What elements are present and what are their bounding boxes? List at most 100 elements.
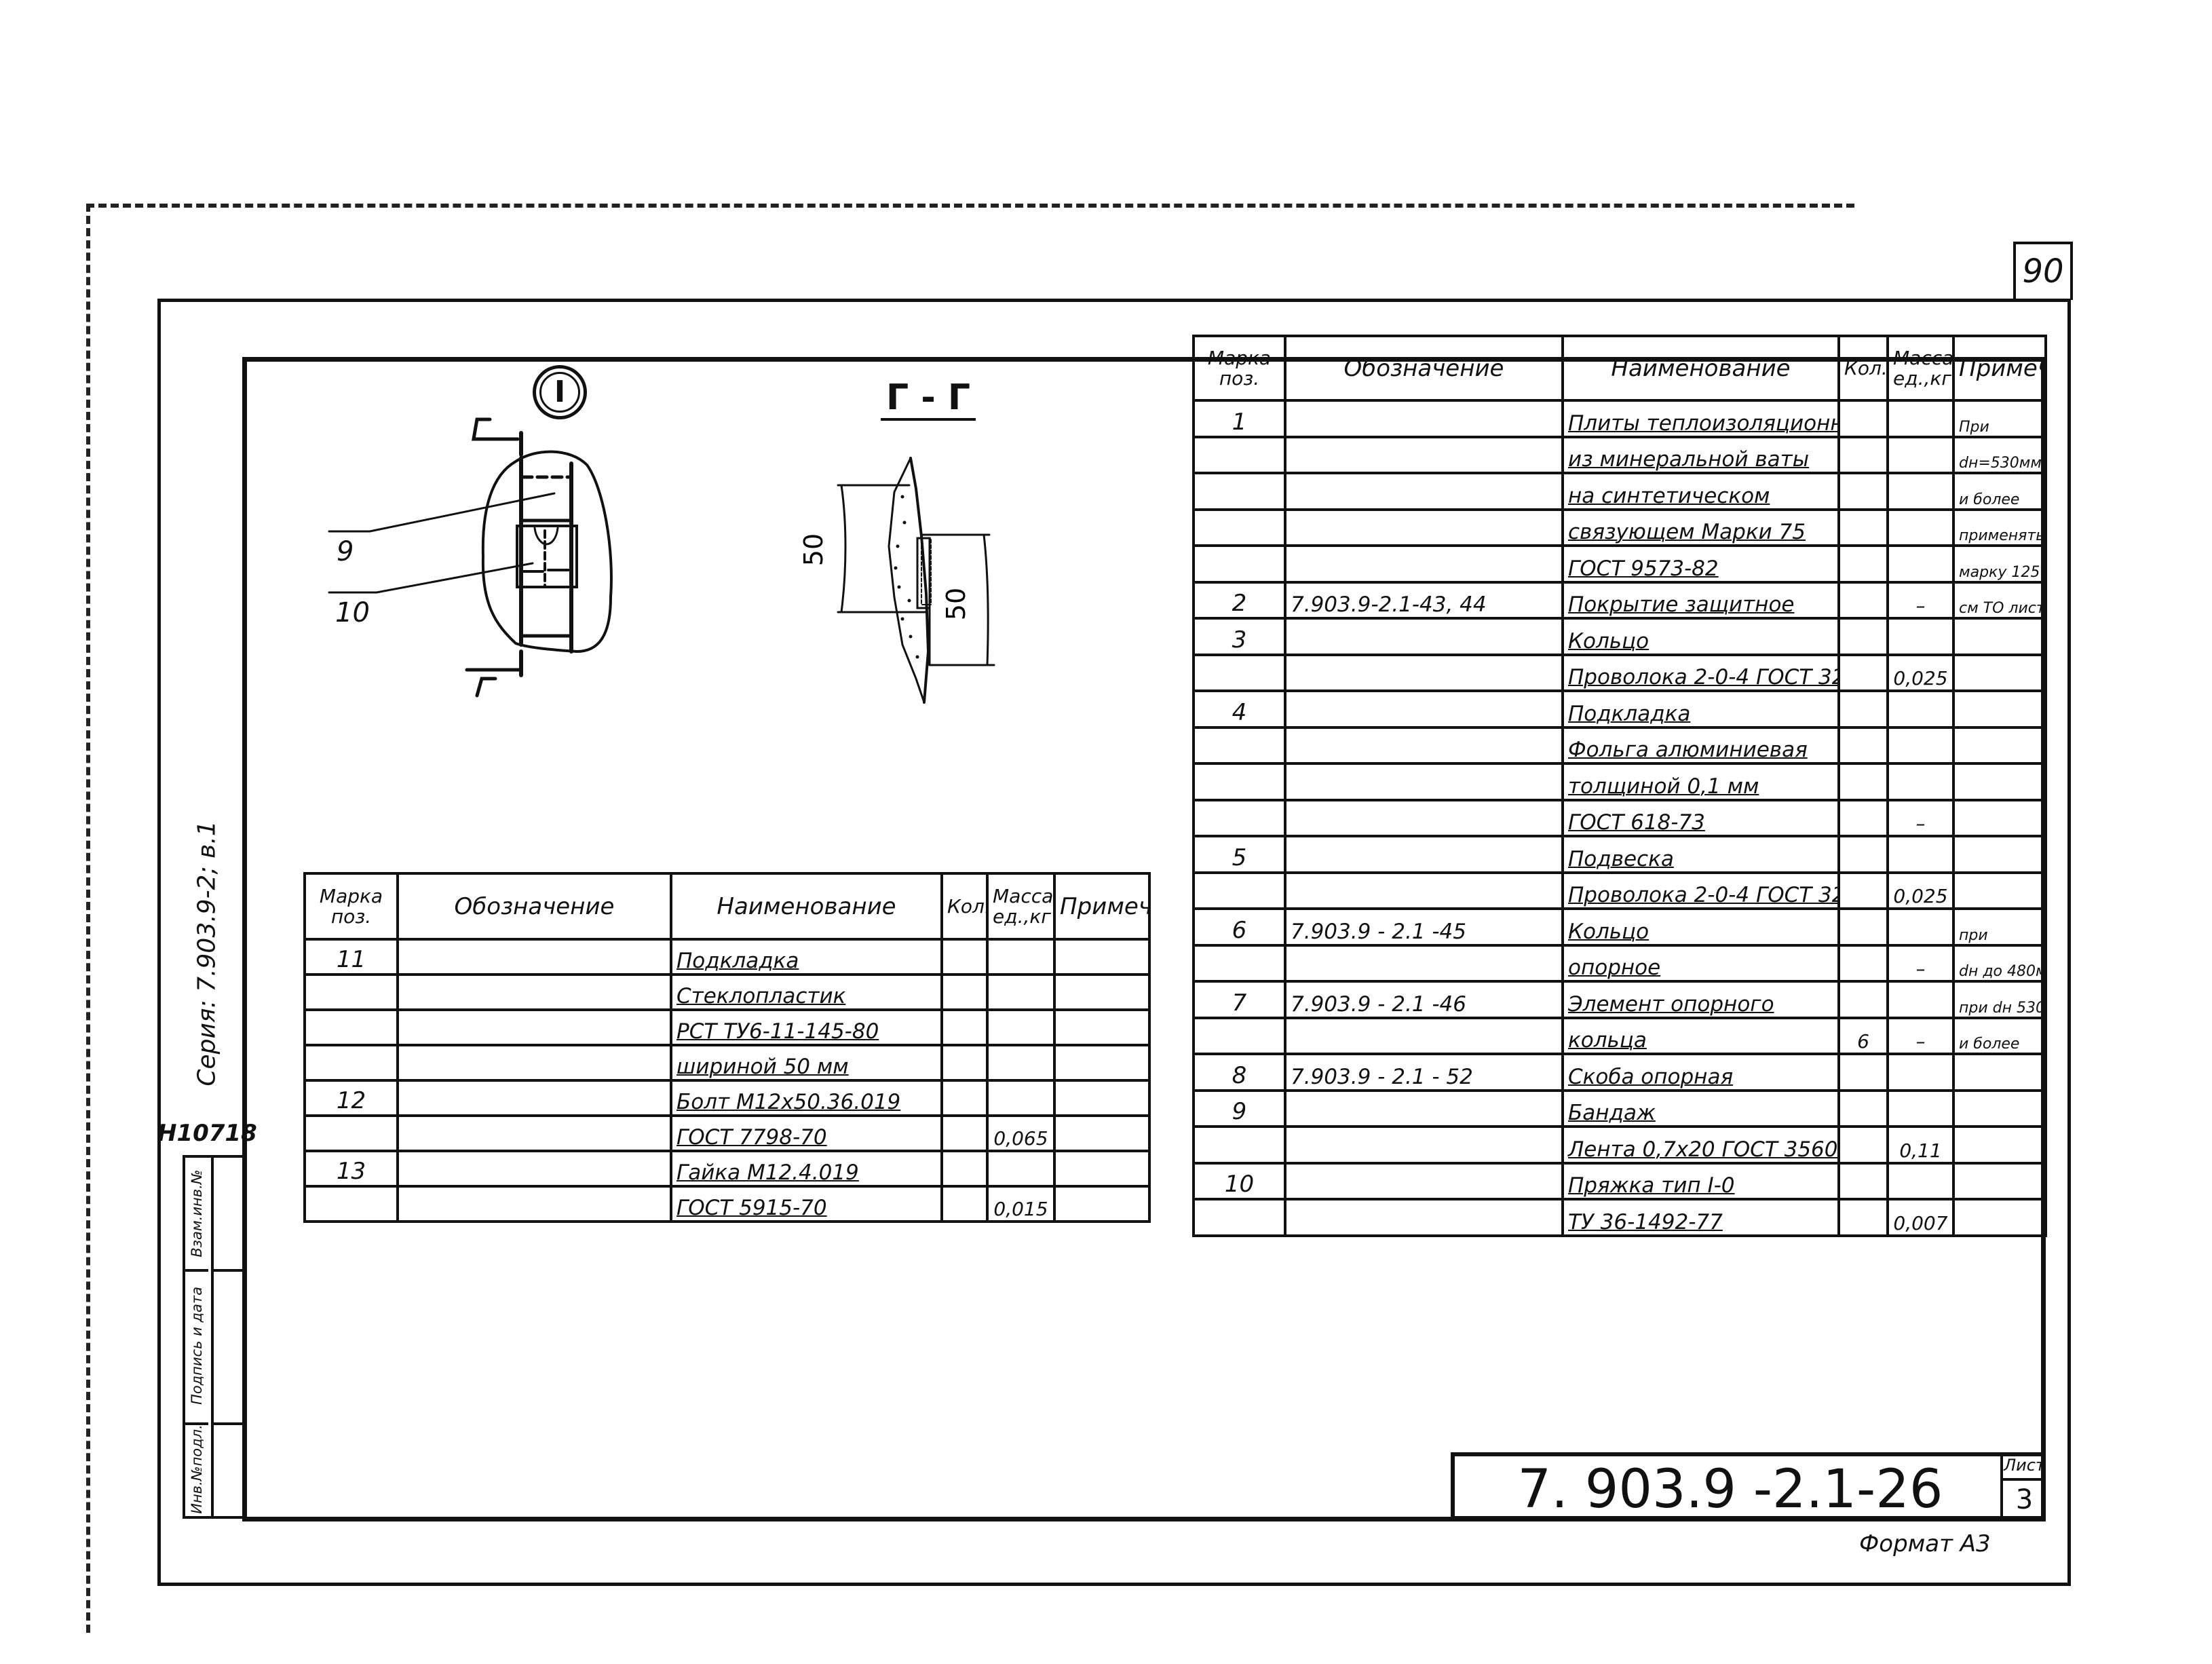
cell-mass [1886, 689, 1955, 729]
cell-mass: – [1886, 798, 1955, 837]
cell-name: Подкладка [1561, 689, 1840, 729]
stamp-label: Инв.№подл. [189, 1424, 205, 1514]
col-header-designation: Обозначение [396, 872, 672, 941]
leader-label-9: 9 [337, 536, 354, 567]
cell-designation [1284, 762, 1564, 801]
cell-qty [1837, 907, 1889, 947]
section-title: Г - Г [881, 377, 976, 421]
cell-pos: 8 [1192, 1053, 1286, 1092]
cell-mass [1886, 617, 1955, 656]
sheet-number-cell: Лист 3 [2000, 1454, 2046, 1520]
cell-note [1952, 653, 2047, 692]
cell-qty [1837, 835, 1889, 874]
cell-name: Кольцо [1561, 907, 1840, 947]
cell-designation [396, 1079, 672, 1117]
cell-designation [1284, 725, 1564, 765]
dimension-label: 50 [941, 588, 971, 620]
cell-designation [396, 1185, 672, 1223]
cell-note [1053, 1044, 1151, 1082]
cell-note [1952, 617, 2047, 656]
cell-name: Проволока 2-0-4 ГОСТ 3282-74 [1561, 871, 1840, 910]
cell-name: на синтетическом [1561, 472, 1840, 511]
cell-pos: 2 [1192, 580, 1286, 620]
cell-mass [1886, 762, 1955, 801]
cell-mass: 0,015 [986, 1185, 1056, 1223]
cell-designation [1284, 544, 1564, 584]
col-header-pos: Марка поз. [303, 872, 399, 941]
cell-note [1952, 689, 2047, 729]
table-row: Проволока 2-0-4 ГОСТ 3282-740,025 [1192, 653, 2047, 692]
cell-name: ТУ 36-1492-77 [1561, 1198, 1840, 1237]
cell-name: Элемент опорного [1561, 980, 1840, 1019]
cell-qty [1837, 1161, 1889, 1200]
cell-name: РСТ ТУ6-11-145-80 [670, 1008, 943, 1046]
cell-pos [303, 1008, 399, 1046]
cell-pos [1192, 1016, 1286, 1055]
table-row: толщиной 0,1 мм [1192, 762, 2047, 801]
cell-designation [1284, 508, 1564, 547]
col-header-designation: Обозначение [1284, 335, 1564, 402]
cell-note [1952, 1089, 2047, 1128]
cell-mass: – [1886, 943, 1955, 983]
cell-pos: 12 [303, 1079, 399, 1117]
col-header-note: Примеч. [1952, 335, 2047, 402]
cell-designation [1284, 472, 1564, 511]
cell-note [1053, 1079, 1151, 1117]
cell-note [1053, 1114, 1151, 1152]
cell-pos: 1 [1192, 399, 1286, 438]
sheet-label: Лист [2003, 1454, 2046, 1481]
table-row: ТУ 36-1492-77 0,007 [1192, 1198, 2047, 1237]
cell-qty [940, 1150, 989, 1188]
cell-name: Скоба опорная [1561, 1053, 1840, 1092]
col-header-name: Наименование [1561, 335, 1840, 402]
cell-mass [1886, 472, 1955, 511]
cell-pos [303, 1185, 399, 1223]
cell-mass [986, 973, 1056, 1011]
cell-pos: 11 [303, 938, 399, 976]
cell-note: При [1952, 399, 2047, 438]
cell-qty [1837, 580, 1889, 620]
cell-mass [1886, 508, 1955, 547]
cell-designation [1284, 943, 1564, 983]
cell-qty [940, 973, 989, 1011]
cell-pos [1192, 653, 1286, 692]
detail-view-drawing [328, 417, 613, 698]
cell-note [1952, 835, 2047, 874]
cell-pos: 5 [1192, 835, 1286, 874]
cell-designation [1284, 798, 1564, 837]
cell-note [1952, 798, 2047, 837]
cell-mass [1886, 835, 1955, 874]
cell-qty [1837, 980, 1889, 1019]
cell-qty [1837, 798, 1889, 837]
cell-mass: – [1886, 1016, 1955, 1055]
cell-mass [1886, 907, 1955, 947]
cell-qty [1837, 617, 1889, 656]
cell-name: из минеральной ваты [1561, 435, 1840, 474]
cell-note: см ТО лист 3 [1952, 580, 2047, 620]
cell-qty [940, 1044, 989, 1082]
cell-pos [1192, 472, 1286, 511]
series-label: Серия: 7.903.9-2; в.1 [193, 820, 221, 1086]
cell-name: Подкладка [670, 938, 943, 976]
cell-mass [1886, 399, 1955, 438]
cell-note: при [1952, 907, 2047, 947]
cell-pos [1192, 725, 1286, 765]
cell-note [1952, 725, 2047, 765]
cell-qty [1837, 508, 1889, 547]
cell-designation [1284, 1198, 1564, 1237]
cell-note [1952, 1198, 2047, 1237]
cell-designation [396, 1008, 672, 1046]
cell-mass: 0,007 [1886, 1198, 1955, 1237]
cell-designation [1284, 1161, 1564, 1200]
cell-qty [940, 1079, 989, 1117]
cell-qty [1837, 653, 1889, 692]
cell-mass [1886, 1161, 1955, 1200]
cell-note [1053, 1185, 1151, 1223]
cell-note: применять [1952, 508, 2047, 547]
